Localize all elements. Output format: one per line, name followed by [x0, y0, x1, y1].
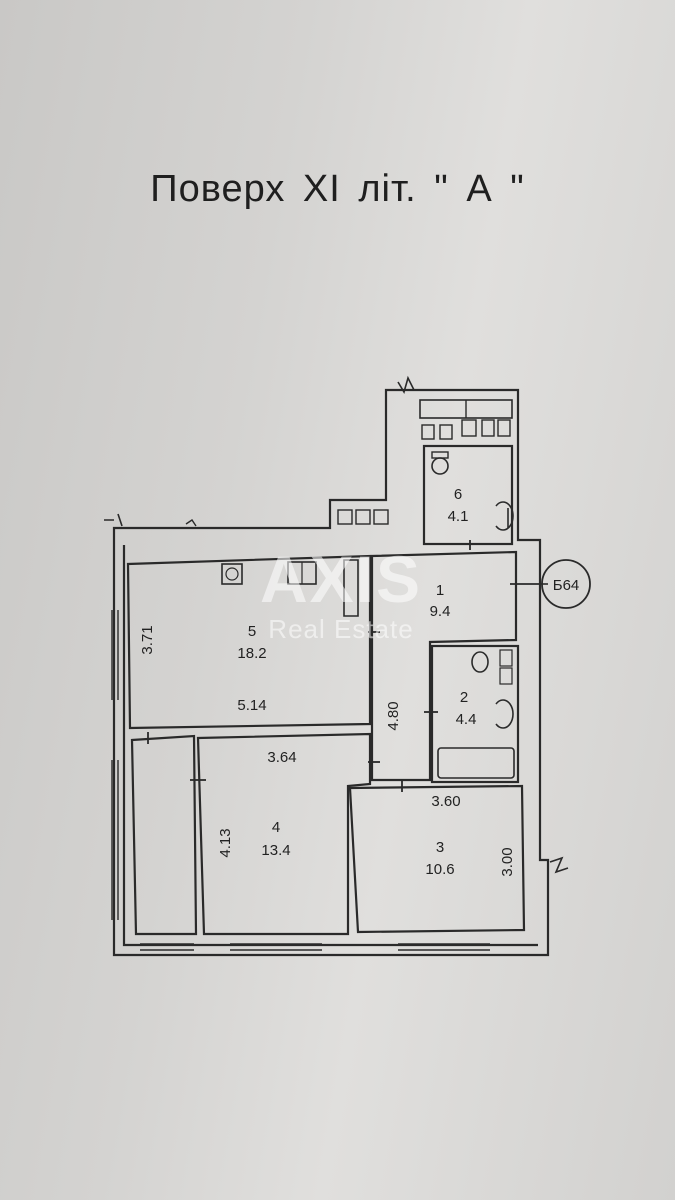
room-3-number: 3 [436, 839, 444, 856]
axis-marker-label: Б64 [553, 577, 580, 594]
room-6-area: 4.1 [448, 508, 469, 525]
room-2-number: 2 [460, 689, 468, 706]
room-3-area: 10.6 [425, 861, 454, 878]
room-1-number: 1 [436, 582, 444, 599]
dim-room-5-height: 3.71 [139, 625, 156, 654]
balcony-left [130, 734, 198, 936]
dim-room-5-width: 5.14 [237, 697, 266, 714]
dim-room-3-width: 3.60 [431, 793, 460, 810]
outer-wall-inner [122, 545, 538, 947]
room-5-walls [126, 554, 372, 730]
dim-corridor: 4.80 [385, 701, 402, 730]
axis-marker-circle [541, 559, 591, 609]
room-1-walls [370, 550, 518, 782]
room-2-area: 4.4 [456, 711, 477, 728]
page-title: Поверх XI літ. " А " [150, 168, 525, 210]
room-1-area: 9.4 [430, 603, 451, 620]
dim-room-4-width: 3.64 [267, 749, 296, 766]
room-6-number: 6 [454, 486, 462, 503]
room-4-walls [196, 732, 372, 936]
room-4-area: 13.4 [261, 842, 290, 859]
room-5-number: 5 [248, 623, 256, 640]
bathtub [437, 747, 515, 779]
room-5-area: 18.2 [237, 645, 266, 662]
dim-room-3-height: 3.00 [499, 847, 516, 876]
room-4-number: 4 [272, 819, 280, 836]
room-6-walls [422, 444, 514, 546]
dim-room-4-height: 4.13 [217, 828, 234, 857]
outer-wall [112, 388, 550, 957]
room-3-walls [348, 784, 526, 934]
room-2-walls [430, 644, 520, 784]
